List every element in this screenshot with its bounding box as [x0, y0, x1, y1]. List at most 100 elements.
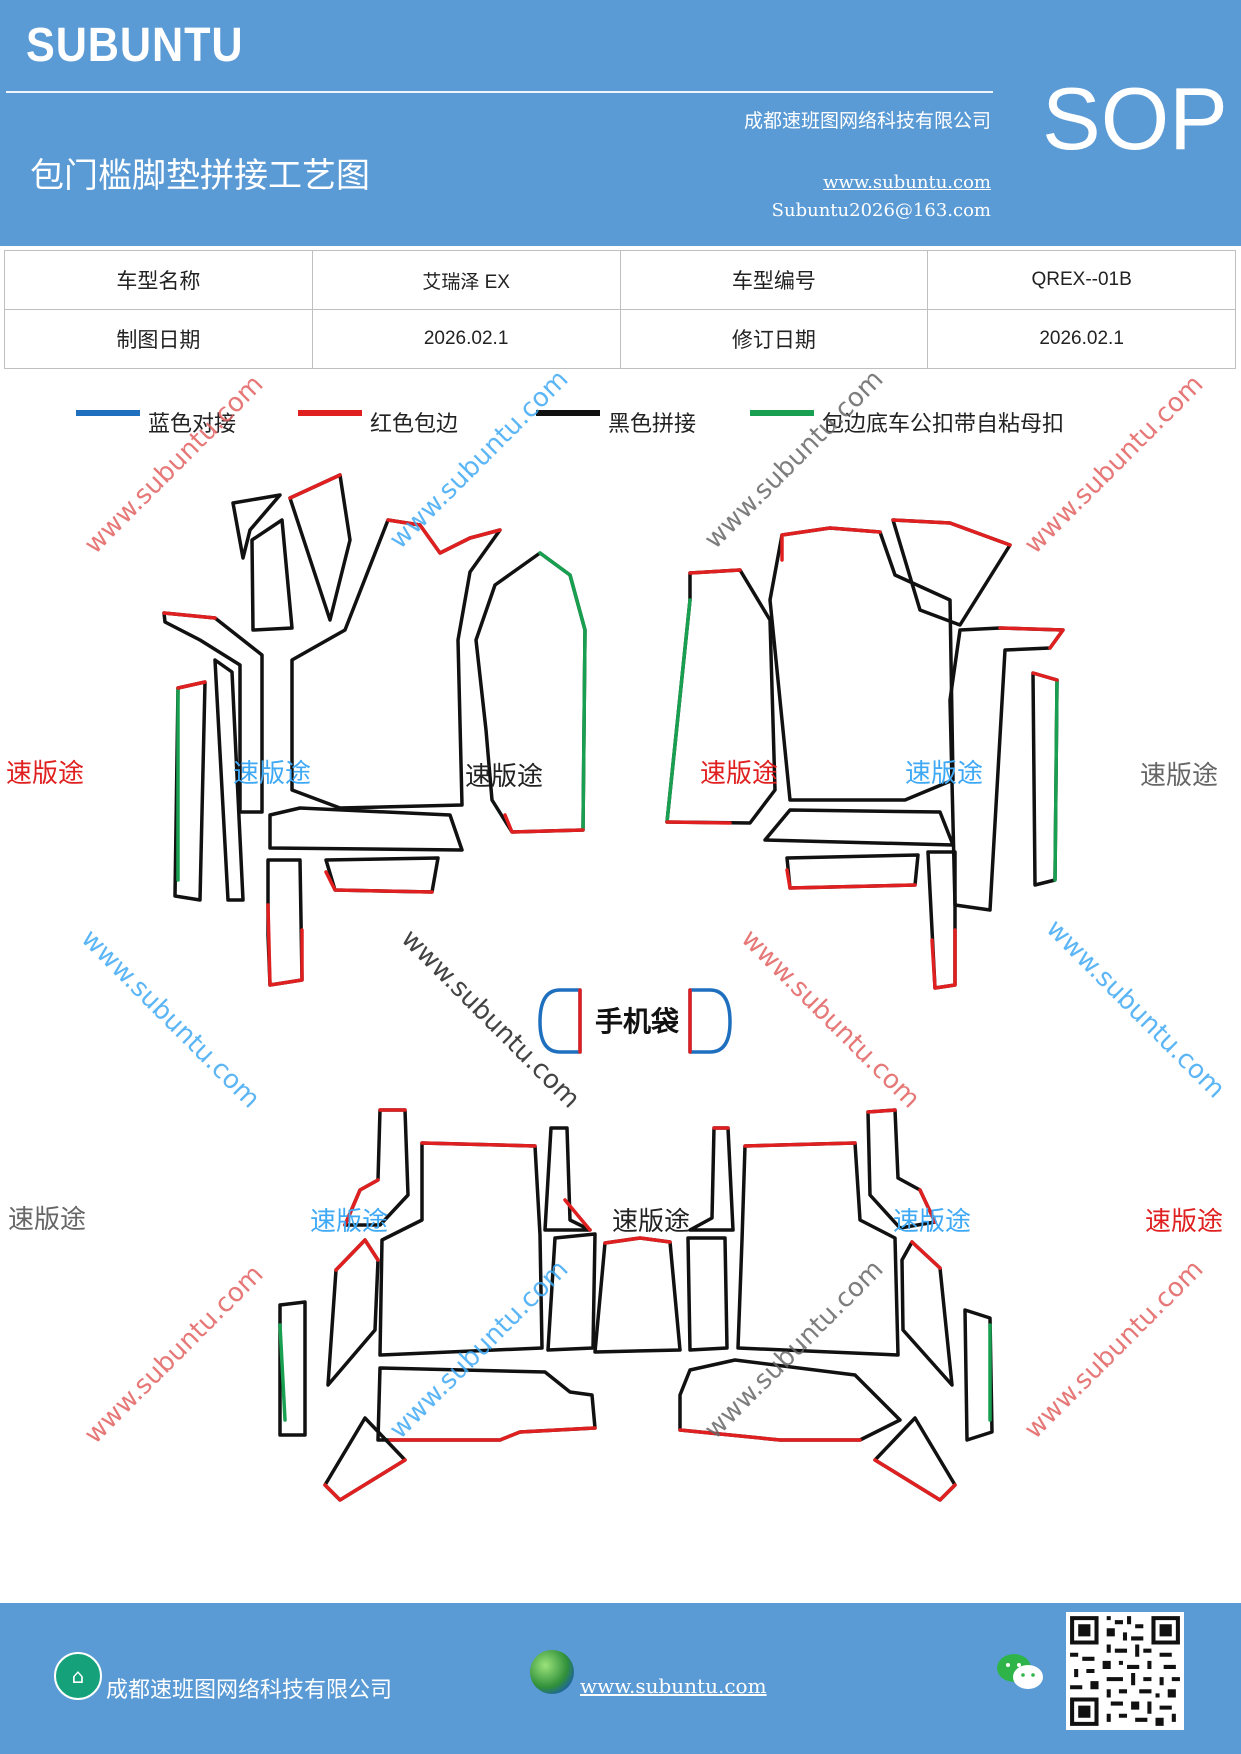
mat-piece: [686, 1236, 729, 1352]
table-row: 制图日期 2026.02.1 修订日期 2026.02.1: [4, 309, 1236, 369]
sop-badge: SOP: [1042, 69, 1228, 168]
watermark-name: 速版途: [612, 1207, 690, 1237]
watermark-url: www.subuntu.com: [1019, 369, 1210, 560]
mat-edge: [324, 870, 434, 894]
watermark-name: 速版途: [8, 1205, 86, 1235]
mat-piece: [873, 1416, 957, 1502]
mat-piece: [688, 1126, 735, 1232]
watermark-name: 速版途: [233, 759, 311, 789]
mat-piece: [593, 1236, 682, 1354]
watermark-name: 速版途: [905, 759, 983, 789]
mat-piece: [231, 493, 282, 560]
mat-edge: [162, 611, 217, 620]
header-email[interactable]: Subuntu2026@163.com: [771, 200, 991, 221]
watermark-url: www.subuntu.com: [75, 924, 266, 1115]
mat-edge: [388, 1426, 597, 1442]
phone-bag-left: [538, 988, 582, 1054]
mat-piece: [268, 806, 464, 852]
footer-website-link[interactable]: www.subuntu.com: [580, 1674, 767, 1698]
wechat-icon: [997, 1654, 1043, 1689]
mat-edge: [288, 473, 342, 500]
mat-edge: [1053, 678, 1059, 882]
header-banner: SUBUNTU 成都速班图网络科技有限公司 包门槛脚垫拼接工艺图 www.sub…: [0, 0, 1241, 246]
brand-logo: SUBUNTU: [26, 19, 244, 72]
watermark-url: www.subuntu.com: [79, 1259, 270, 1450]
watermark-name: 速版途: [700, 759, 778, 789]
mat-edge: [334, 1238, 380, 1272]
mat-edge: [891, 518, 1012, 547]
phone-bag-label: 手机袋: [595, 1005, 680, 1038]
watermark-name: 速版途: [1140, 761, 1218, 791]
watermark-url: www.subuntu.com: [395, 924, 586, 1115]
mat-edge: [603, 1236, 672, 1245]
mat-edge: [563, 1198, 592, 1232]
mat-piece: [1031, 671, 1059, 887]
mat-piece: [326, 1238, 380, 1387]
legend-label: 蓝色对接: [148, 412, 237, 437]
mat-edge: [873, 1458, 957, 1502]
legend-swatch-blue: [76, 410, 140, 416]
watermark-name: 速版途: [465, 762, 543, 792]
mat-piece: [278, 1300, 307, 1437]
mat-piece: [266, 858, 304, 987]
mat-edge: [420, 1141, 537, 1148]
mat-piece: [288, 473, 352, 622]
header-website-link[interactable]: www.subuntu.com: [823, 172, 991, 193]
watermark-names: 速版途 速版途 速版途 速版途 速版途 速版途 速版途 速版途 速版途 速版途 …: [6, 759, 1223, 1237]
mat-edge: [176, 680, 207, 690]
mat-edge: [386, 518, 502, 555]
mat-edge: [503, 813, 585, 834]
mat-edge: [780, 526, 882, 562]
mat-edge: [678, 1428, 862, 1442]
mat-edge: [278, 1323, 287, 1422]
mat-piece: [963, 1308, 994, 1442]
watermark-url: www.subuntu.com: [384, 1254, 575, 1445]
legend-label: 红色包边: [370, 412, 459, 437]
watermark-url: www.subuntu.com: [384, 364, 575, 555]
watermark-url: www.subuntu.com: [1019, 1254, 1210, 1445]
model-code-label: 车型编号: [619, 250, 929, 310]
footer-company: 成都速班图网络科技有限公司: [106, 1678, 393, 1703]
page-title: 包门槛脚垫拼接工艺图: [30, 156, 370, 196]
watermark-url: www.subuntu.com: [1040, 914, 1231, 1105]
mat-edge: [538, 551, 587, 832]
mat-edge: [1031, 671, 1059, 682]
home-icon: ⌂: [54, 1652, 102, 1700]
mat-edge: [785, 868, 917, 890]
draw-date-value: 2026.02.1: [311, 309, 621, 369]
legend-swatch-green: [750, 410, 814, 416]
watermark-name: 速版途: [893, 1207, 971, 1237]
draw-date-label: 制图日期: [4, 309, 313, 369]
mat-edge: [343, 1108, 407, 1227]
mat-edge: [266, 903, 304, 987]
legend-swatch-red: [298, 410, 362, 416]
mat-piece: [324, 856, 440, 894]
mat-piece: [900, 1240, 954, 1387]
watermark-name: 速版途: [6, 759, 84, 789]
model-name-label: 车型名称: [4, 250, 313, 310]
mat-piece: [213, 658, 245, 902]
legend-label: 黑色拼接: [608, 412, 697, 437]
phone-bag-right: [688, 988, 732, 1054]
mat-edge: [743, 1141, 857, 1148]
header-divider: [6, 91, 993, 93]
watermark-name: 速版途: [1145, 1207, 1223, 1237]
mat-piece: [785, 853, 920, 890]
watermark-url: www.subuntu.com: [735, 924, 926, 1115]
globe-icon: [530, 1650, 574, 1694]
mat-edge: [910, 1240, 942, 1270]
mat-piece: [736, 1141, 900, 1357]
header-company: 成都速班图网络科技有限公司: [743, 110, 991, 132]
mat-edge: [665, 598, 692, 824]
revise-date-label: 修订日期: [619, 309, 929, 369]
mat-edge: [998, 626, 1065, 650]
legend-label: 包边底车公扣带自粘母扣: [822, 412, 1065, 437]
vehicle-info-table: 车型名称 艾瑞泽 EX 车型编号 QREX--01B 制图日期 2026.02.…: [4, 250, 1236, 369]
edge-legend: 蓝色对接 红色包边 黑色拼接 包边底车公扣带自粘母扣: [0, 402, 1241, 442]
mat-piece: [763, 808, 955, 847]
mat-piece: [378, 1141, 544, 1357]
qr-code-icon[interactable]: [1066, 1612, 1184, 1730]
mat-piece: [250, 518, 294, 632]
revise-date-value: 2026.02.1: [927, 309, 1236, 369]
